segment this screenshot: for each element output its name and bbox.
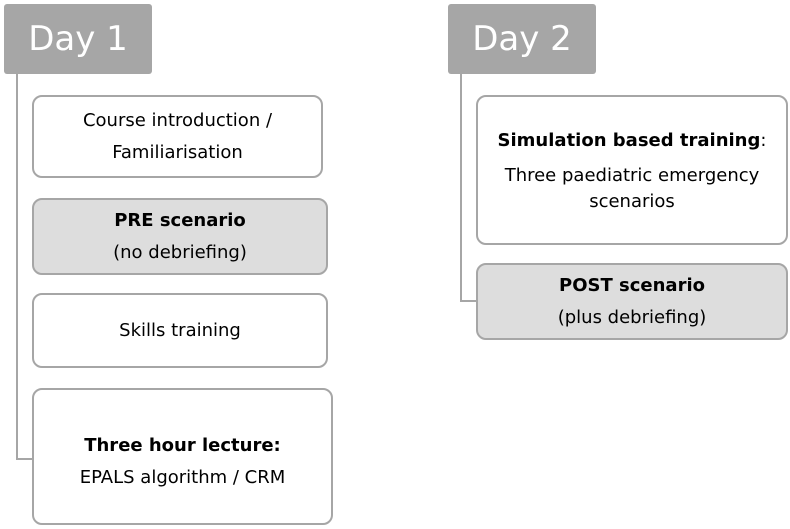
day1-lecture-title: Three hour lecture: <box>84 434 281 456</box>
day1-skills-training-box: Skills training <box>32 293 328 368</box>
day1-header: Day 1 <box>4 4 152 74</box>
day1-pre-scenario-box: PRE scenario (no debriefing) <box>32 198 328 275</box>
day1-lecture-subtitle: EPALS algorithm / CRM <box>79 466 286 488</box>
day2-simulation-training-title: Simulation based training <box>497 130 761 151</box>
day1-skills-training-label: Skills training <box>119 319 241 341</box>
day2-post-scenario-box: POST scenario (plus debriefing) <box>476 263 788 340</box>
day1-course-introduction-line1: Course introduction / <box>82 109 273 131</box>
day2-simulation-training-colon: : <box>760 130 767 151</box>
day1-pre-scenario-title: PRE scenario <box>114 209 246 231</box>
day2-simulation-training-box: Simulation based training: Three paediat… <box>476 95 788 245</box>
day1-lecture-box: Three hour lecture: EPALS algorithm / CR… <box>32 388 333 525</box>
day2-simulation-training-heading: Simulation based training: <box>498 125 767 157</box>
day2-post-scenario-title: POST scenario <box>559 274 705 296</box>
day1-course-introduction-box: Course introduction / Familiarisation <box>32 95 323 178</box>
day2-simulation-training-line1: Three paediatric emergency <box>504 165 760 186</box>
day1-connector-line <box>16 74 32 460</box>
day2-connector-line <box>460 74 476 302</box>
day1-pre-scenario-subtitle: (no debriefing) <box>113 241 247 263</box>
day2-header: Day 2 <box>448 4 596 74</box>
day1-course-introduction-line2: Familiarisation <box>112 141 243 163</box>
day2-simulation-training-line2: scenarios <box>589 191 675 212</box>
day2-post-scenario-subtitle: (plus debriefing) <box>557 306 707 328</box>
